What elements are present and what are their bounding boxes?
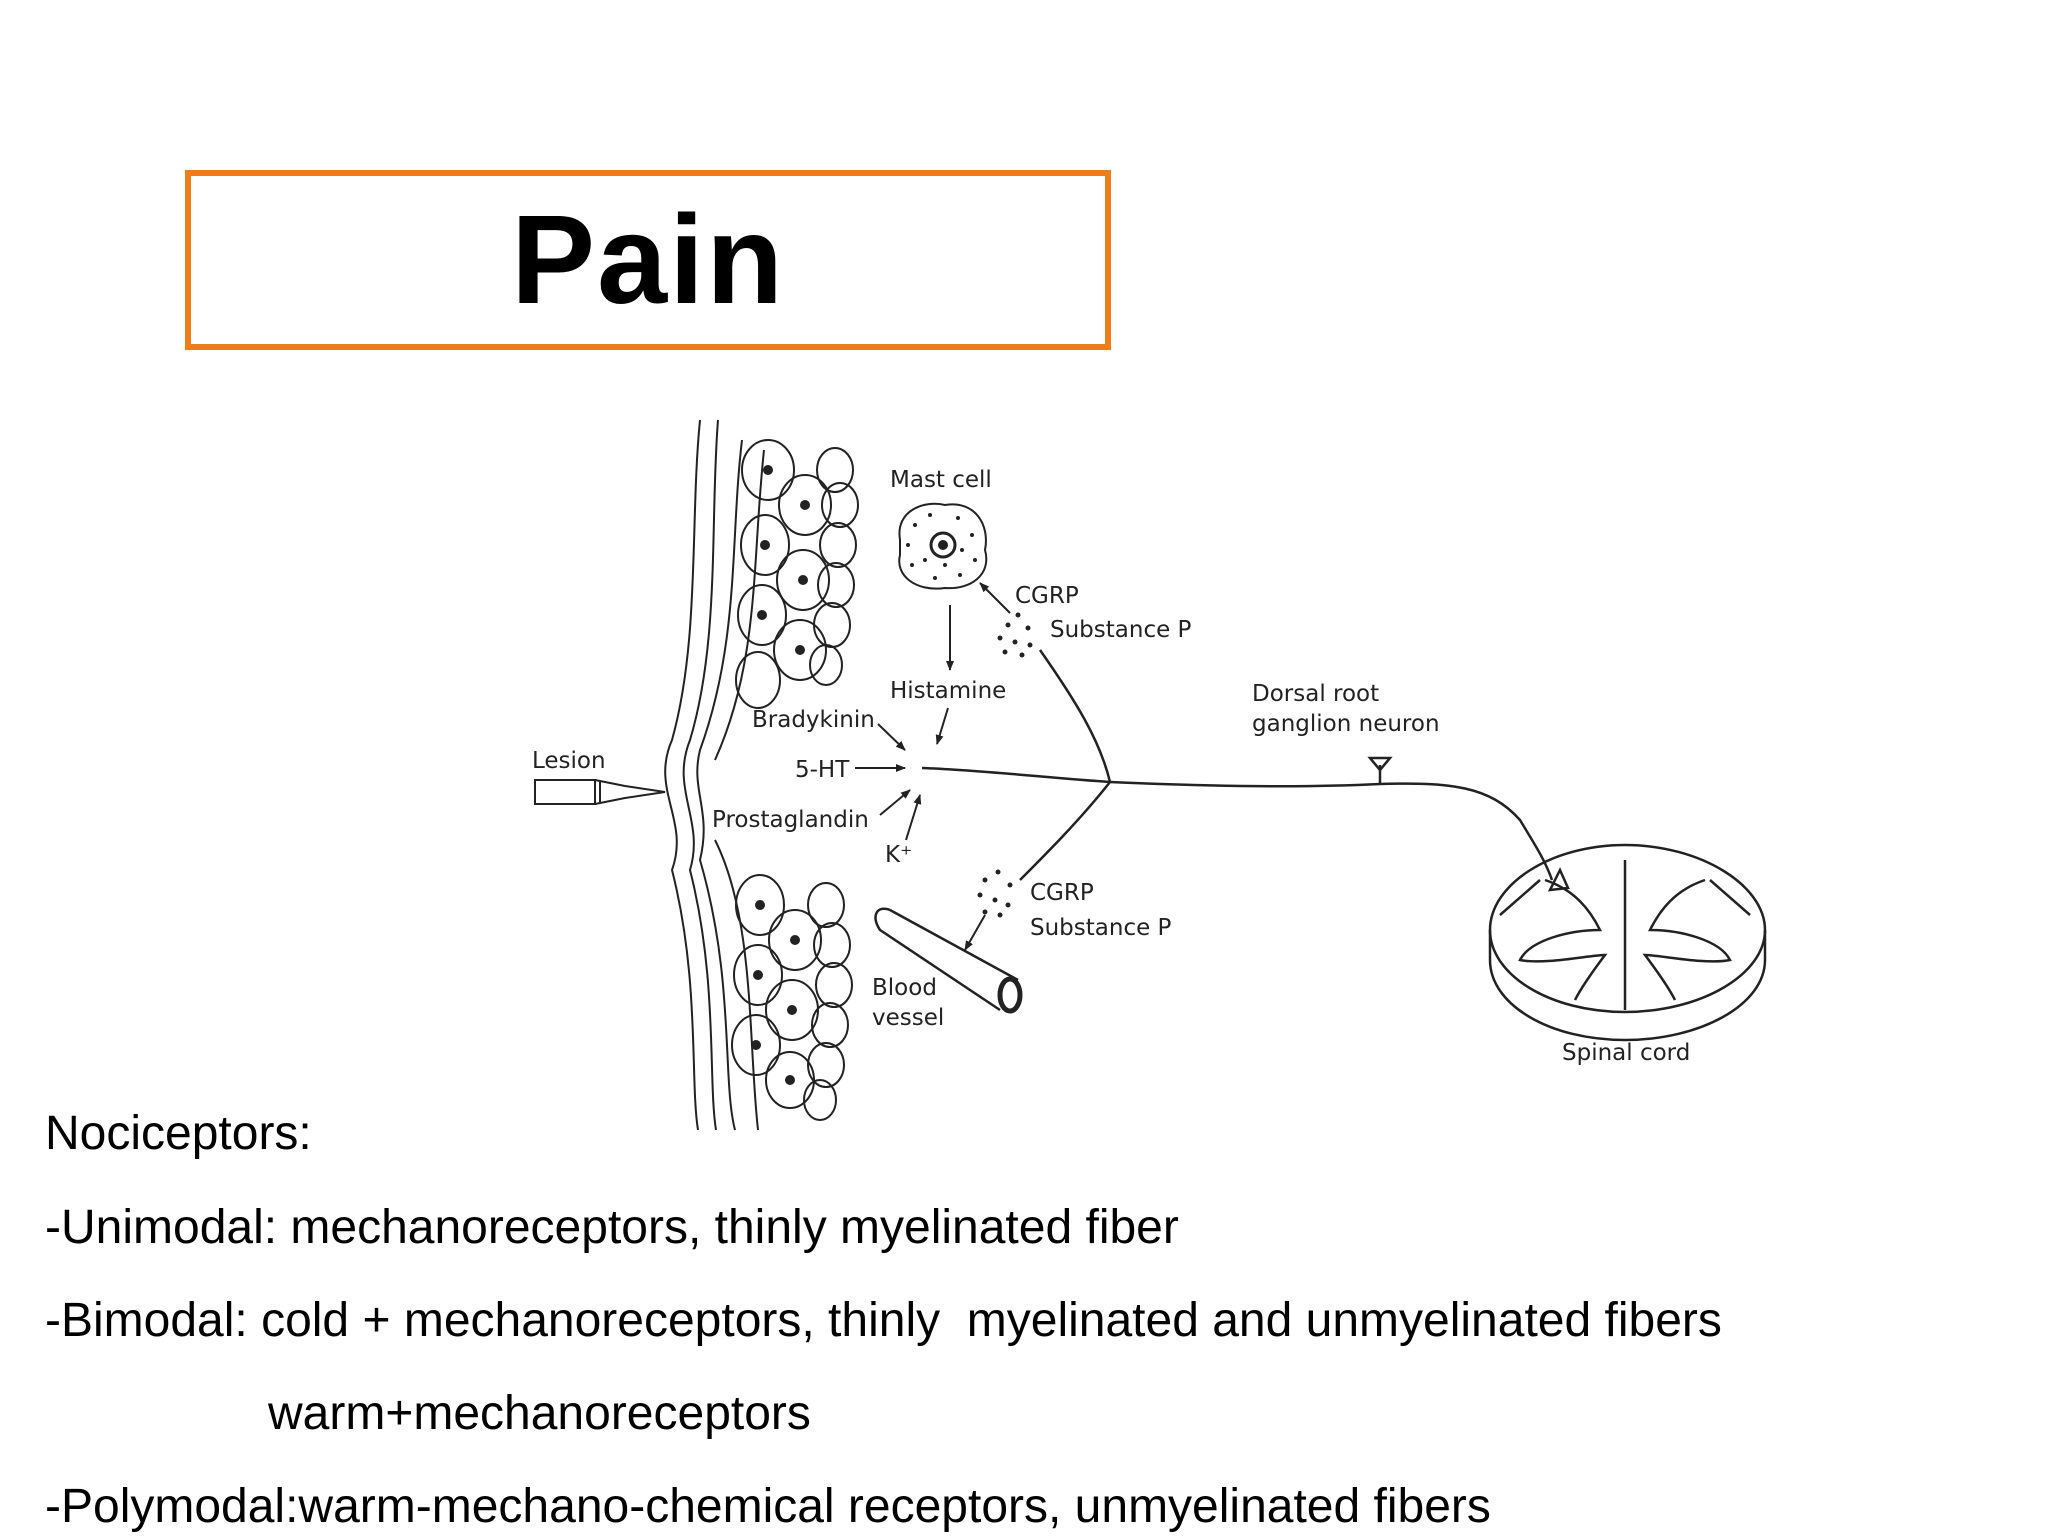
lesion-probe: [534, 779, 666, 805]
nerve-fiber: [921, 649, 1570, 892]
label-spinal-cord: Spinal cord: [1562, 1040, 1690, 1066]
label-cgrp-bottom: CGRP: [1030, 880, 1094, 906]
bimodal-line: -Bimodal: cold + mechanoreceptors, thinl…: [45, 1294, 1722, 1347]
label-lesion: Lesion: [532, 748, 606, 774]
label-mast-cell: Mast cell: [890, 467, 992, 493]
label-dorsal-root-line2: ganglion neuron: [1252, 711, 1440, 737]
spinal-cord: [1488, 843, 1767, 1042]
label-blood: Blood: [872, 975, 937, 1001]
label-substance-p-top: Substance P: [1050, 617, 1192, 643]
bimodal-continuation-line: warm+mechanoreceptors: [268, 1387, 811, 1440]
arrows: [855, 582, 1011, 951]
label-cgrp-top: CGRP: [1015, 583, 1079, 609]
label-dorsal-root-line1: Dorsal root: [1252, 681, 1379, 707]
blood-vessel: [874, 907, 1023, 1014]
label-histamine: Histamine: [890, 678, 1006, 704]
label-k-plus: K⁺: [885, 842, 912, 868]
label-5-ht: 5-HT: [795, 757, 850, 783]
slide-title: Pain: [510, 189, 786, 330]
mast-cell: [898, 502, 988, 590]
label-prostaglandin: Prostaglandin: [712, 807, 869, 833]
label-bradykinin: Bradykinin: [752, 707, 875, 733]
substance-dots: [977, 612, 1033, 918]
title-box: Pain: [185, 170, 1111, 350]
label-substance-p-bottom: Substance P: [1030, 915, 1172, 941]
skin-tissue: [664, 419, 859, 1131]
unimodal-line: -Unimodal: mechanoreceptors, thinly myel…: [45, 1201, 1179, 1254]
nociceptors-heading: Nociceptors:: [45, 1107, 312, 1160]
polymodal-line: -Polymodal:warm-mechano-chemical recepto…: [45, 1480, 1491, 1533]
label-vessel: vessel: [872, 1005, 944, 1031]
